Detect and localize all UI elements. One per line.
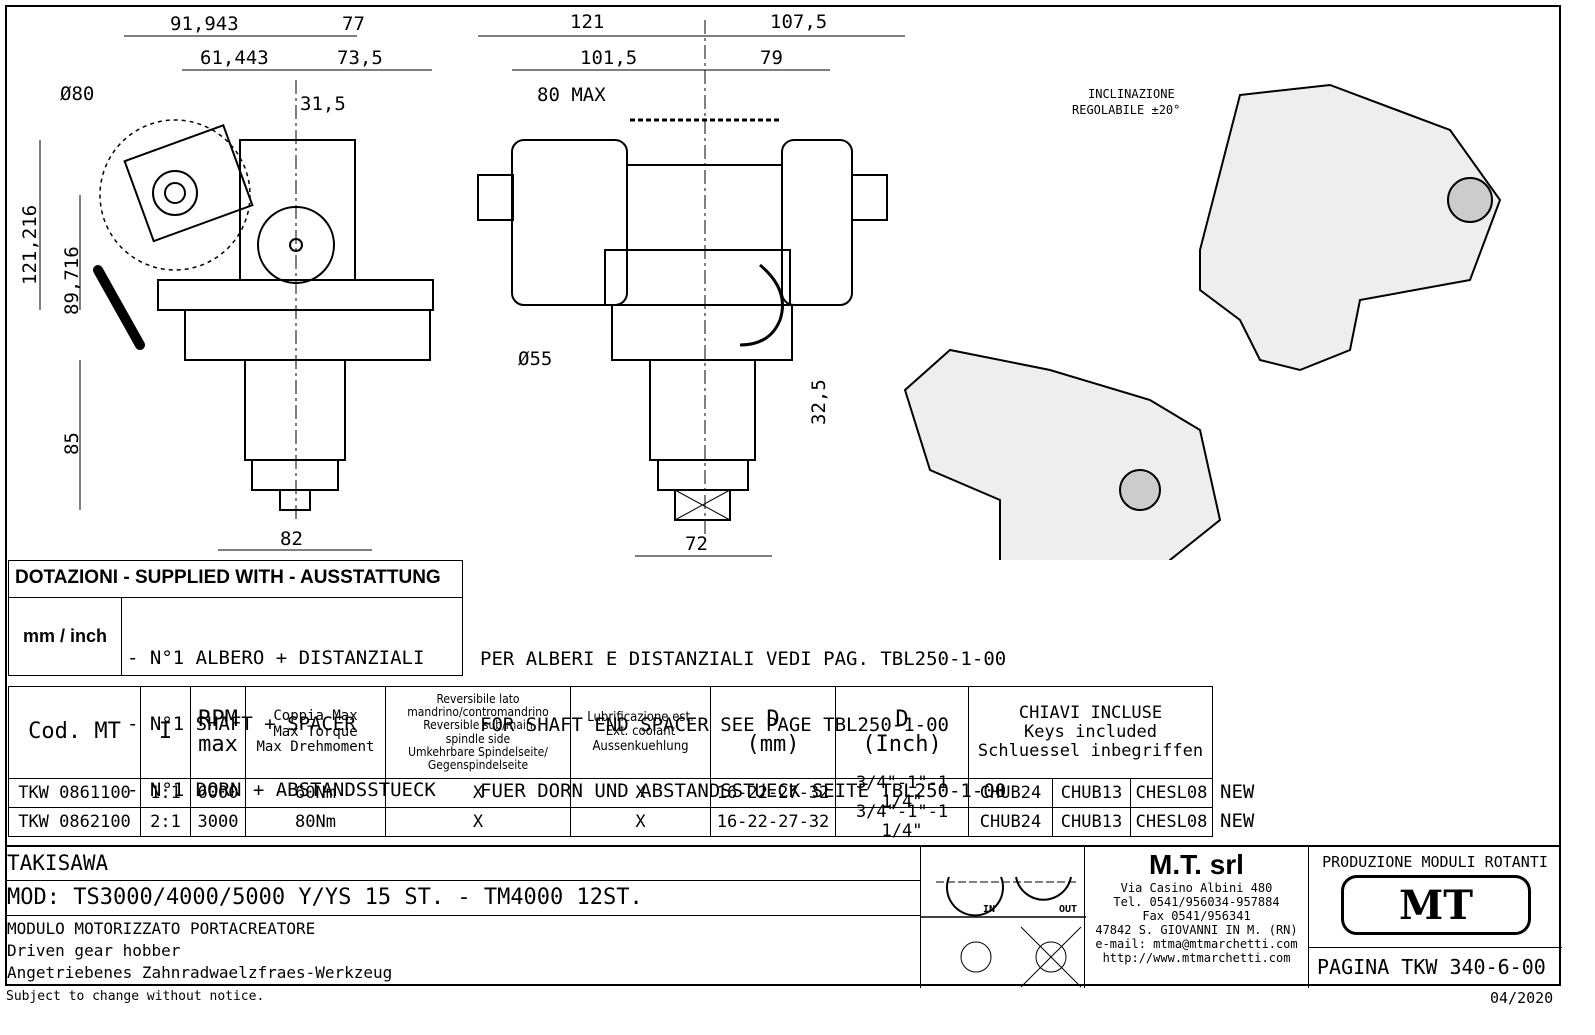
- dim-label: 72: [685, 533, 708, 555]
- dim-label: Ø80: [60, 83, 94, 105]
- shaft-notes: PER ALBERI E DISTANZIALI VEDI PAG. TBL25…: [480, 604, 1006, 824]
- table-cell-torque: 60Nm: [245, 778, 386, 808]
- th-d-inch: D(Inch): [835, 686, 969, 779]
- side-view: [477, 20, 888, 540]
- dim-label: 89,716: [61, 246, 83, 315]
- dim-label: 73,5: [337, 47, 383, 69]
- table-cell-reversible: X: [385, 807, 571, 837]
- table-cell-ratio: 1:1: [140, 778, 191, 808]
- table-cell-torque: 80Nm: [245, 807, 386, 837]
- producer-box: PRODUZIONE MODULI ROTANTI MT PAGINA TKW …: [1308, 847, 1562, 988]
- note-line: FOR SHAFT END SPACER SEE PAGE TBL250-1-0…: [480, 714, 949, 736]
- table-cell-key3: CHESL08: [1130, 807, 1213, 837]
- drawing-frame: [5, 5, 1561, 986]
- supplied-item: - N°1 DORN + ABSTANDSSTUECK: [127, 779, 436, 801]
- machine-brand: TAKISAWA: [7, 851, 109, 875]
- dim-label: 85: [61, 432, 83, 455]
- table-cell-key2: CHUB13: [1052, 807, 1131, 837]
- company-name: M.T. srl: [1149, 849, 1244, 880]
- table-cell-code: TKW 0862100: [8, 807, 141, 837]
- dim-label: 121: [570, 11, 604, 33]
- machine-model: MOD: TS3000/4000/5000 Y/YS 15 ST. - TM40…: [7, 885, 643, 910]
- dim-label: 82: [280, 528, 303, 550]
- iso-note: INCLINAZIONE: [1088, 87, 1175, 101]
- dim-label: 31,5: [300, 93, 346, 115]
- supplied-item: - N°1 ALBERO + DISTANZIALI: [127, 647, 425, 669]
- th-ratio: I: [140, 686, 191, 779]
- supplied-with-box: DOTAZIONI - SUPPLIED WITH - AUSSTATTUNG …: [8, 560, 463, 801]
- dim-label: 107,5: [770, 11, 827, 33]
- technical-drawings: 91,943 77 61,443 73,5 Ø80 31,5 121,216 8…: [19, 11, 1502, 560]
- rotation-icons: IN OUT: [920, 847, 1086, 988]
- mt-logo: MT: [1341, 875, 1531, 935]
- table-cell-key1: CHUB24: [968, 778, 1053, 808]
- supplied-items: - N°1 ALBERO + DISTANZIALI - N°1 SHAFT +…: [127, 603, 436, 845]
- email-link[interactable]: e-mail: mtma@mtmarchetti.com: [1095, 937, 1298, 951]
- website-link[interactable]: http://www.mtmarchetti.com: [1102, 951, 1291, 965]
- dimension-lines: [39, 35, 905, 557]
- dimension-labels: 91,943 77 61,443 73,5 Ø80 31,5 121,216 8…: [19, 11, 1180, 555]
- dim-label: 61,443: [200, 47, 269, 69]
- iso-note: REGOLABILE ±20°: [1072, 103, 1180, 117]
- dim-label: 121,216: [19, 205, 41, 285]
- isometric-views: [903, 83, 1502, 560]
- table-cell-ratio: 2:1: [140, 807, 191, 837]
- th-d-mm: D(mm): [710, 686, 836, 779]
- supplied-item: - N°1 SHAFT + SPACER: [127, 713, 356, 735]
- front-view: [93, 80, 434, 520]
- table-cell-reversible: X: [385, 778, 571, 808]
- supplied-title: DOTAZIONI - SUPPLIED WITH - AUSSTATTUNG: [9, 561, 462, 598]
- table-cell-d_mm: 16-22-27-32: [710, 778, 836, 808]
- disclaimer: Subject to change without notice.: [6, 989, 265, 1004]
- table-cell-coolant: X: [570, 778, 711, 808]
- note-line: PER ALBERI E DISTANZIALI VEDI PAG. TBL25…: [480, 648, 1007, 670]
- dim-label: 79: [760, 47, 783, 69]
- note-line: FUER DORN UND ABSTANDSSTUECK SEITE TBL25…: [480, 780, 1007, 802]
- table-cell-d_inch: 3/4"-1"-1 1/4": [835, 803, 969, 840]
- th-code: Cod. MT: [8, 686, 141, 779]
- dim-label: 91,943: [170, 13, 239, 35]
- table-cell-code: TKW 0861100: [8, 778, 141, 808]
- dim-label: Ø55: [518, 348, 552, 370]
- table-cell-rpm: 6000: [190, 778, 246, 808]
- units-label: mm / inch: [9, 598, 122, 675]
- table-cell-d_mm: 16-22-27-32: [710, 807, 836, 837]
- table-cell-rpm: 3000: [190, 807, 246, 837]
- new-badge: NEW: [1220, 781, 1255, 803]
- table-cell-key2: CHUB13: [1052, 778, 1131, 808]
- new-badge: NEW: [1220, 810, 1255, 832]
- rotation-direction-icon: IN OUT: [921, 876, 1086, 988]
- date: 04/2020: [1490, 989, 1554, 1007]
- page-number: PAGINA TKW 340-6-00: [1317, 955, 1546, 979]
- table-cell-key3: CHESL08: [1130, 778, 1213, 808]
- dim-label: 77: [342, 13, 365, 35]
- dim-label: 101,5: [580, 47, 637, 69]
- dim-label: 32,5: [808, 379, 830, 425]
- dim-label: 80 MAX: [537, 84, 606, 106]
- title-block: TAKISAWA MOD: TS3000/4000/5000 Y/YS 15 S…: [5, 845, 1562, 988]
- svg-text:OUT: OUT: [1059, 904, 1077, 915]
- table-cell-key1: CHUB24: [968, 807, 1053, 837]
- svg-text:IN: IN: [983, 904, 995, 915]
- table-cell-coolant: X: [570, 807, 711, 837]
